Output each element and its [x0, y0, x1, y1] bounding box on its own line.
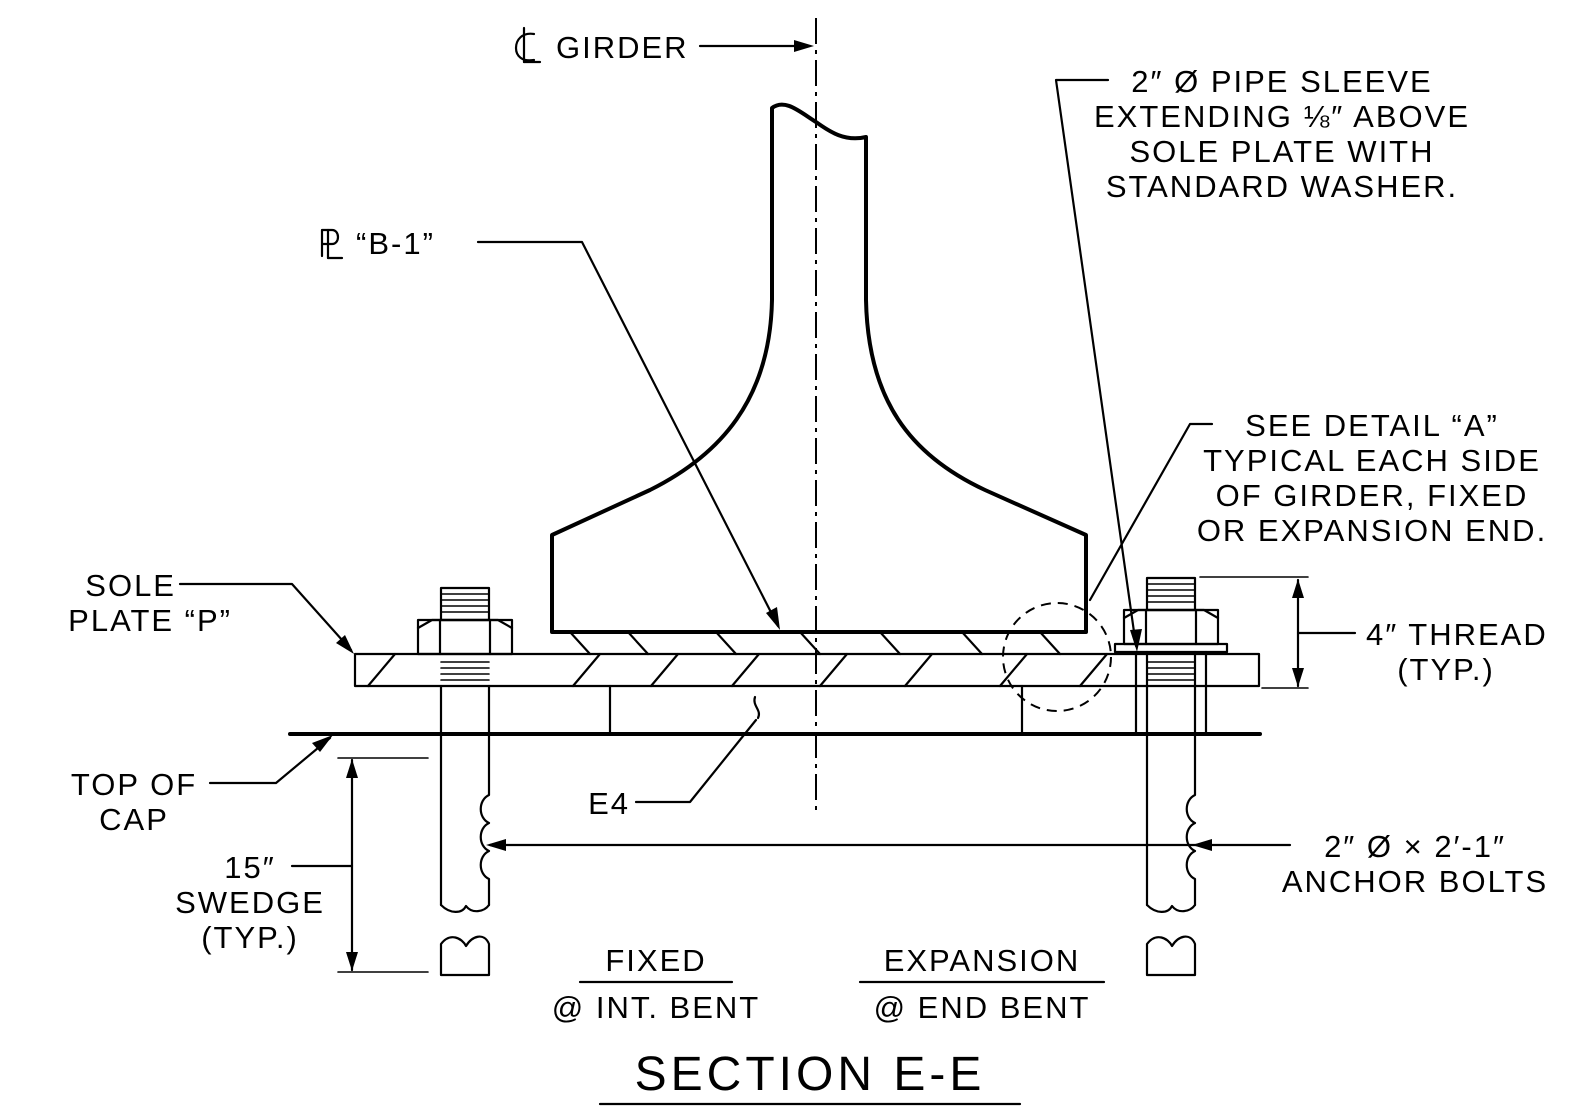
- section-title: SECTION E-E: [635, 1048, 986, 1101]
- sole-plate-leader: [178, 582, 353, 652]
- anchor-bolts-label-2: ANCHOR BOLTS: [1282, 864, 1548, 899]
- swedge-label-2: SWEDGE: [175, 885, 325, 920]
- cl-symbol: [514, 26, 542, 64]
- cl-girder-label: GIRDER: [556, 30, 689, 65]
- pipe-sleeve-label-3: SOLE PLATE WITH: [1129, 134, 1434, 169]
- thread-label-1: 4″ THREAD: [1366, 617, 1548, 652]
- fixed-sublabel: @ INT. BENT: [552, 990, 760, 1025]
- e4-break-mark: [753, 695, 760, 720]
- see-detail-label-2: TYPICAL EACH SIDE: [1203, 443, 1541, 478]
- right-anchor-bolt: [1113, 576, 1229, 977]
- top-of-cap-label-1: TOP OF: [71, 767, 197, 802]
- pipe-sleeve-leader: [1054, 78, 1138, 648]
- anchor-bolts-label-1: 2″ Ø × 2′-1″: [1324, 829, 1506, 864]
- e4-label: E4: [588, 786, 630, 821]
- sole-plate-hatch: [366, 652, 1109, 688]
- bearing-pad-hatch: [568, 630, 1062, 656]
- sole-plate-label-2: PLATE “P”: [68, 603, 232, 638]
- pipe-sleeve-label-1: 2″ Ø PIPE SLEEVE: [1131, 64, 1432, 99]
- expansion-sublabel: @ END BENT: [874, 990, 1091, 1025]
- detail-a-circle: [1002, 602, 1112, 712]
- sole-plate-label-1: SOLE: [85, 568, 176, 603]
- thread-label-2: (TYP.): [1397, 652, 1495, 687]
- pipe-sleeve-label-4: STANDARD WASHER.: [1106, 169, 1458, 204]
- e4-leader: [634, 718, 758, 804]
- see-detail-leader: [1088, 422, 1214, 602]
- left-anchor-bolt: [416, 586, 514, 977]
- pl-symbol: [320, 228, 344, 260]
- expansion-label: EXPANSION: [884, 943, 1081, 978]
- see-detail-label-1: SEE DETAIL “A”: [1245, 408, 1499, 443]
- swedge-label-1: 15″: [224, 850, 275, 885]
- see-detail-label-3: OF GIRDER, FIXED: [1216, 478, 1529, 513]
- see-detail-label-4: OR EXPANSION END.: [1197, 513, 1547, 548]
- sole-plate: [353, 652, 1261, 688]
- girder-profile: [550, 102, 1088, 634]
- top-of-cap-leader: [208, 736, 332, 785]
- pipe-sleeve-label-2: EXTENDING ⅛″ ABOVE: [1094, 99, 1470, 134]
- pl-b1-leader: [476, 240, 780, 628]
- pl-b1-label: “B-1”: [356, 226, 435, 261]
- top-of-cap-label-2: CAP: [99, 802, 169, 837]
- fixed-label: FIXED: [605, 943, 706, 978]
- swedge-label-3: (TYP.): [201, 920, 299, 955]
